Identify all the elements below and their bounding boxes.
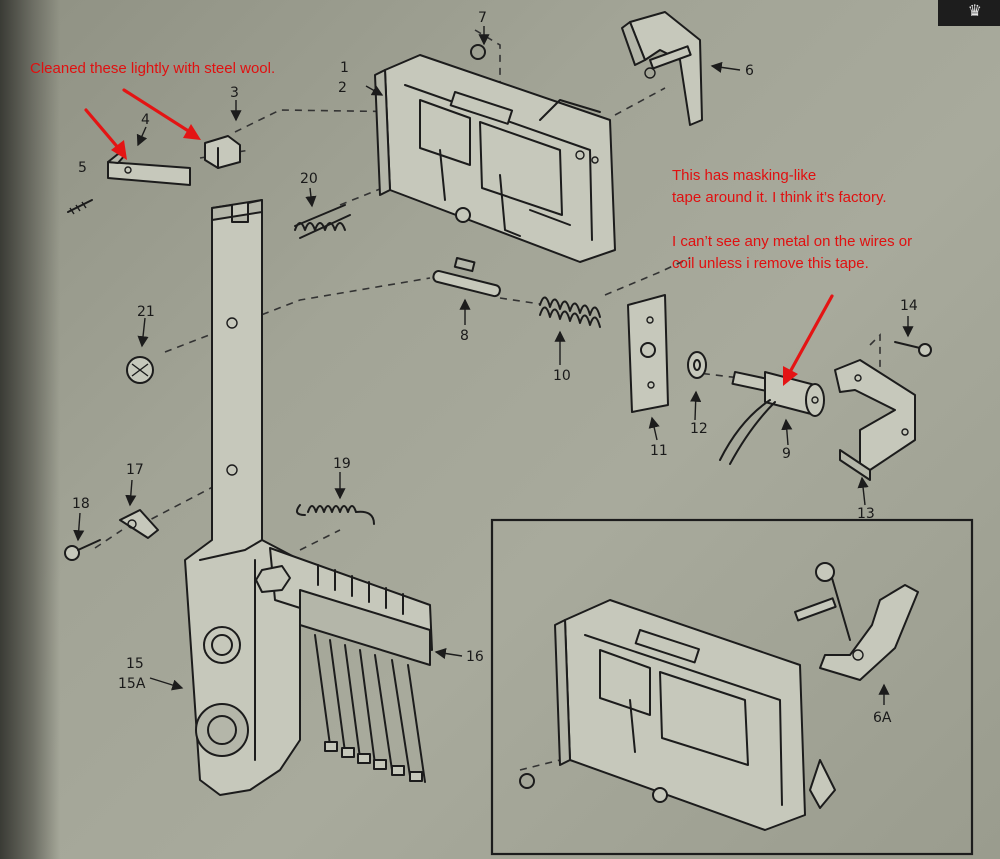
callout-6a: 6A [873,710,892,726]
callout-9: 9 [782,446,791,462]
callout-2: 2 [338,80,347,96]
part-screw-14 [894,341,932,357]
red-arrow-to-coil [783,294,834,386]
callout-leaders [73,26,914,705]
part-block-3 [204,135,241,169]
callout-6: 6 [745,63,754,79]
callout-15: 15 [126,656,144,672]
part-contacts-16 [255,547,433,783]
red-annotations: Cleaned these lightly with steel wool. T… [30,60,912,386]
callout-18: 18 [72,496,90,512]
part-spring-10 [539,296,601,328]
corner-badge: ♛ [938,0,1000,26]
callout-numbers: 1 2 3 4 5 6 6A 7 8 9 10 11 12 13 14 15 1… [72,10,918,726]
callout-15a: 15A [118,676,146,692]
part-bracket-4 [107,153,191,186]
callout-8: 8 [460,328,469,344]
callout-21: 21 [137,304,155,320]
callout-17: 17 [126,462,144,478]
part-washer-21 [126,356,154,384]
callout-12: 12 [690,421,708,437]
part-plunger-8 [432,257,501,298]
callout-10: 10 [553,368,571,384]
part-arm-15 [184,199,301,796]
part-bracket-13 [834,359,916,481]
callout-20: 20 [300,171,318,187]
annotation-metal-line-2: coil unless i remove this tape. [672,255,869,272]
part-washer-12 [687,351,707,379]
red-arrow-to-block [122,88,201,140]
part-spring-20 [294,204,351,239]
callout-14: 14 [900,298,918,314]
callout-16: 16 [466,649,484,665]
part-spring-19 [295,504,375,525]
annotation-tape-line-2: tape around it. I think it’s factory. [672,189,887,206]
annotation-tape-line-1: This has masking-like [672,167,816,184]
callout-11: 11 [650,443,668,459]
part-plate-11 [627,294,669,413]
callout-3: 3 [230,85,239,101]
annotation-metal-line-1: I can’t see any metal on the wires or [672,233,912,250]
callout-19: 19 [333,456,351,472]
callout-7: 7 [478,10,487,26]
callout-1: 1 [340,60,349,76]
part-screw-18 [64,539,101,561]
part-cam-17 [119,509,159,539]
callout-4: 4 [141,112,150,128]
red-arrow-to-bracket [84,108,127,160]
part-clip-7 [470,44,486,60]
inset-box [490,518,974,856]
part-screw-5 [67,199,93,215]
callout-5: 5 [78,160,87,176]
paper-edge-shadow [0,0,60,859]
part-lever-6 [621,11,703,126]
part-housing-2 [374,54,616,263]
crown-icon: ♛ [967,1,982,20]
callout-13: 13 [857,506,875,522]
part-coil-9 [719,371,825,465]
annotation-cleaned: Cleaned these lightly with steel wool. [30,60,275,77]
